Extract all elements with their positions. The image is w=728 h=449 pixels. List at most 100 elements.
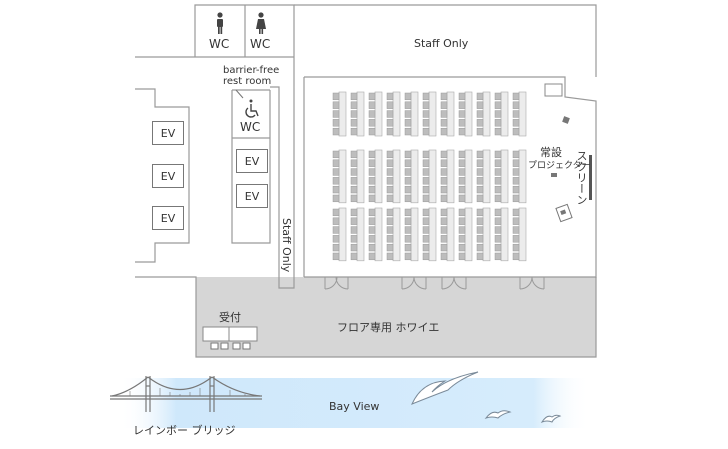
- desk-column: [392, 149, 401, 204]
- seat: [350, 226, 358, 234]
- seat: [440, 110, 448, 118]
- seat: [368, 159, 376, 167]
- seat: [458, 92, 466, 101]
- desk-column: [392, 207, 401, 262]
- seat: [458, 177, 466, 185]
- seat: [458, 208, 466, 217]
- desk-column: [374, 207, 383, 262]
- seat: [422, 208, 430, 217]
- seat: [386, 127, 394, 136]
- seat: [368, 101, 376, 109]
- seat: [386, 208, 394, 217]
- male-restroom-label: WC: [209, 37, 230, 51]
- seat: [386, 101, 394, 109]
- staff-only-top-label: Staff Only: [414, 37, 469, 50]
- seat: [512, 208, 520, 217]
- seat: [368, 243, 376, 252]
- seat: [440, 243, 448, 252]
- seat: [350, 159, 358, 167]
- seat: [422, 101, 430, 109]
- walls: [135, 4, 597, 358]
- desk-column: [356, 91, 365, 137]
- seat: [350, 168, 358, 176]
- seat: [368, 185, 376, 194]
- seat: [476, 127, 484, 136]
- female-restroom-icon: [256, 12, 266, 34]
- seat: [422, 177, 430, 185]
- seat: [440, 217, 448, 225]
- seat: [458, 119, 466, 127]
- seat: [494, 217, 502, 225]
- seat: [512, 226, 520, 234]
- seat: [476, 168, 484, 176]
- staff-only-side-label: Staff Only: [280, 218, 293, 273]
- seat: [476, 194, 484, 203]
- seat: [494, 168, 502, 176]
- seat: [476, 185, 484, 194]
- elevator-left-1: EV: [152, 121, 184, 145]
- seat: [422, 226, 430, 234]
- seat: [422, 159, 430, 167]
- seat: [422, 150, 430, 159]
- seat: [476, 217, 484, 225]
- reception-label: 受付: [219, 311, 241, 324]
- seat: [332, 185, 340, 194]
- seat: [512, 194, 520, 203]
- seat: [440, 208, 448, 217]
- seat: [350, 185, 358, 194]
- desk-column: [500, 207, 509, 262]
- seat: [494, 127, 502, 136]
- barrier-free-label-line2: rest room: [223, 76, 272, 87]
- desk-column: [464, 149, 473, 204]
- desk-column: [410, 207, 419, 262]
- seat: [494, 185, 502, 194]
- projector-small-icon: [551, 173, 557, 177]
- seat: [350, 150, 358, 159]
- seat: [440, 185, 448, 194]
- seat: [458, 194, 466, 203]
- seat: [458, 150, 466, 159]
- desk-column: [338, 149, 347, 204]
- seat: [458, 252, 466, 261]
- seat: [422, 243, 430, 252]
- desk-column: [374, 91, 383, 137]
- seat: [476, 159, 484, 167]
- seat: [476, 119, 484, 127]
- seat: [404, 185, 412, 194]
- desk-column: [392, 91, 401, 137]
- seat: [368, 252, 376, 261]
- seat: [494, 119, 502, 127]
- seat: [458, 110, 466, 118]
- seat: [350, 217, 358, 225]
- foyer-label: フロア専用 ホワイエ: [337, 321, 440, 334]
- seat: [404, 168, 412, 176]
- elevator-left-2: EV: [152, 164, 184, 188]
- seat: [404, 208, 412, 217]
- seat: [512, 92, 520, 101]
- desk-column: [410, 91, 419, 137]
- seat: [476, 235, 484, 243]
- seat: [476, 101, 484, 109]
- seat: [440, 177, 448, 185]
- barrier-free-wc-label: WC: [240, 120, 261, 134]
- seat: [494, 150, 502, 159]
- seat: [350, 110, 358, 118]
- seat: [368, 119, 376, 127]
- seat: [512, 119, 520, 127]
- seat: [386, 177, 394, 185]
- seat: [404, 243, 412, 252]
- elevator-left-3: EV: [152, 206, 184, 230]
- seat: [494, 177, 502, 185]
- seat: [404, 226, 412, 234]
- seat: [386, 185, 394, 194]
- desk-column: [410, 149, 419, 204]
- bay-view-label: Bay View: [329, 400, 380, 413]
- seat: [440, 119, 448, 127]
- seat: [458, 185, 466, 194]
- desk-column: [446, 149, 455, 204]
- screen-label: スクリーン: [575, 150, 588, 205]
- seat: [368, 127, 376, 136]
- seat: [476, 92, 484, 101]
- desk-column: [428, 207, 437, 262]
